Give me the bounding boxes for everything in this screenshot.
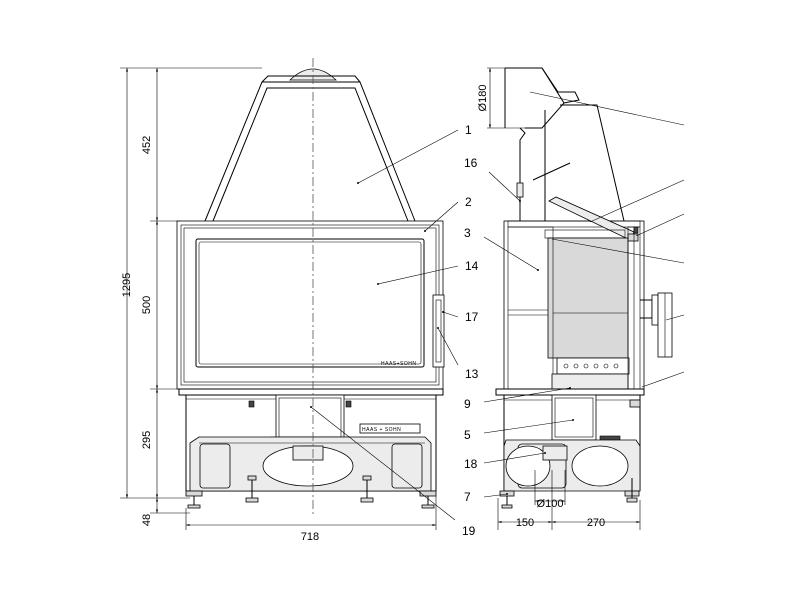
dim-base-height: 295 [141, 431, 153, 449]
callout-13: 13 [465, 367, 479, 381]
side-flue [504, 67, 625, 222]
callout-17: 17 [465, 310, 479, 324]
dim-door-height: 500 [141, 296, 153, 314]
callout-18: 18 [464, 457, 478, 471]
callout-16: 16 [464, 156, 478, 170]
callout-3: 3 [464, 226, 471, 240]
dim-total-height: 1295 [121, 273, 133, 297]
front-callouts: 1 2 14 17 13 19 [310, 123, 479, 538]
side-base [495, 388, 645, 509]
front-base: HAAS + SOHN [178, 388, 444, 509]
side-dimensions: Ø180 150 270 Ø100 [477, 67, 641, 530]
front-view: HAAS+SOHN HAAS + SOHN [176, 58, 445, 515]
door-logo: HAAS+SOHN [381, 361, 416, 367]
grate-holes [563, 363, 619, 369]
callout-9: 9 [464, 397, 471, 411]
front-door: HAAS+SOHN [176, 220, 445, 390]
callout-14: 14 [465, 259, 479, 273]
callout-5: 5 [464, 428, 471, 442]
side-view [495, 67, 673, 509]
dim-hood-height: 452 [141, 136, 153, 154]
front-feet [185, 475, 437, 509]
plate-logo: HAAS + SOHN [362, 427, 401, 433]
front-hood [204, 68, 416, 222]
callout-2: 2 [465, 195, 472, 209]
dim-feet-height: 48 [141, 514, 153, 526]
side-body [503, 196, 673, 390]
door-handle [432, 294, 445, 368]
callout-7: 7 [464, 490, 471, 504]
dim-air-diameter: Ø100 [537, 498, 564, 510]
dim-front-width: 718 [301, 531, 319, 543]
dim-side-front: 150 [516, 517, 534, 529]
front-dimensions: 1295 452 500 295 48 718 [120, 67, 437, 543]
dim-flue-diameter: Ø180 [477, 85, 489, 112]
dim-side-rear: 270 [587, 517, 605, 529]
callout-19: 19 [462, 524, 476, 538]
callout-1: 1 [465, 123, 472, 137]
side-callouts: 16 3 9 5 18 7 [464, 91, 685, 504]
